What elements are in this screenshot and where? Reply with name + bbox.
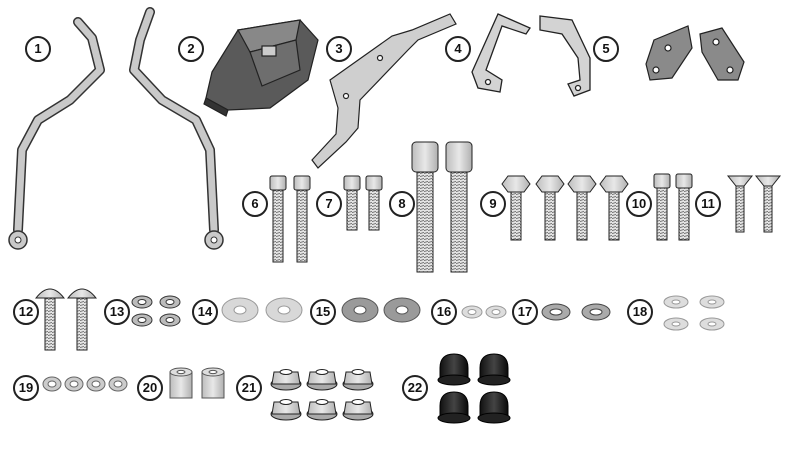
part-6-screws: [269, 175, 311, 263]
part-label-20: 20: [137, 375, 163, 401]
part-11-screws: [726, 175, 782, 233]
part-label-4: 4: [445, 36, 471, 62]
part-12-screws: [34, 288, 98, 351]
part-17-washers: [541, 303, 611, 321]
part-20-spacers: [169, 367, 225, 399]
part-5-plates: [645, 25, 745, 81]
part-label-22: 22: [402, 375, 428, 401]
part-22-caps: [437, 353, 511, 424]
part-label-17: 17: [512, 299, 538, 325]
part-label-13: 13: [104, 299, 130, 325]
part-1-arms: [8, 7, 224, 250]
part-8-screws: [411, 141, 473, 273]
part-label-9: 9: [480, 191, 506, 217]
part-16-washers: [461, 305, 507, 319]
part-3-bracket: [311, 13, 457, 169]
part-label-18: 18: [627, 299, 653, 325]
part-label-11: 11: [695, 191, 721, 217]
part-15-washers: [341, 297, 421, 323]
part-label-14: 14: [192, 299, 218, 325]
part-label-3: 3: [326, 36, 352, 62]
part-label-1: 1: [25, 36, 51, 62]
part-18-washers: [663, 295, 725, 331]
part-14-washers: [221, 297, 303, 323]
part-21-nuts: [270, 369, 374, 421]
part-label-10: 10: [626, 191, 652, 217]
part-label-15: 15: [310, 299, 336, 325]
part-label-8: 8: [389, 191, 415, 217]
part-13-washers: [131, 295, 181, 327]
part-10-screws: [653, 173, 693, 241]
part-label-16: 16: [431, 299, 457, 325]
part-7-screws: [343, 175, 383, 231]
part-4-brackets: [471, 13, 591, 97]
part-label-5: 5: [593, 36, 619, 62]
part-2-plate: [203, 19, 319, 117]
part-label-19: 19: [13, 375, 39, 401]
part-label-21: 21: [236, 375, 262, 401]
part-label-6: 6: [242, 191, 268, 217]
part-label-12: 12: [13, 299, 39, 325]
part-9-bolts: [501, 175, 629, 241]
part-label-7: 7: [316, 191, 342, 217]
part-19-rings: [42, 376, 128, 392]
part-label-2: 2: [178, 36, 204, 62]
